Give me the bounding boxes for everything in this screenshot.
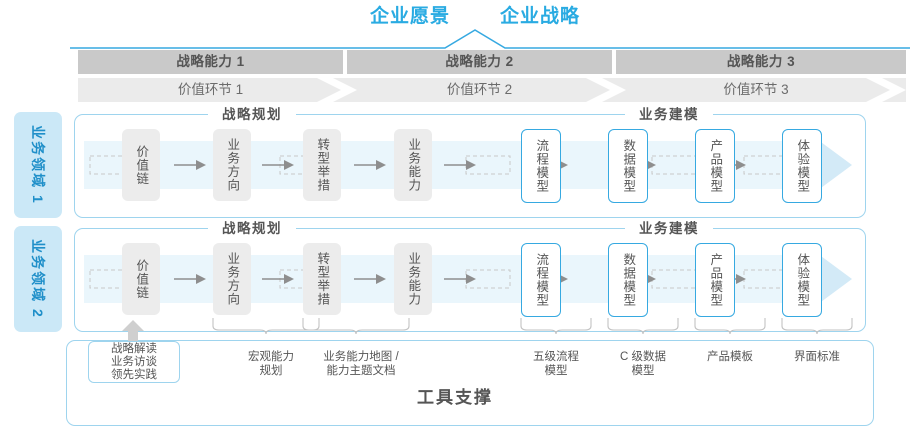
output-label-4-line1: C 级数据 <box>620 351 666 363</box>
node-2-1[interactable]: 价值链 <box>122 243 160 315</box>
domain-badge-1: 业务领域 1 <box>14 112 62 218</box>
output-braces <box>212 318 853 335</box>
node-2-2-label: 业务方向 <box>225 252 240 306</box>
value-chain-label-3: 价值环节 3 <box>723 82 789 97</box>
output-label-4-line2: 模型 <box>631 365 655 377</box>
node-2-3[interactable]: 转型举措 <box>303 243 341 315</box>
enterprise-strategy-title: 企业战略 <box>499 6 580 27</box>
capability-bar-2: 战略能力 2 <box>347 50 612 74</box>
output-label-5: 产品模板 <box>675 350 785 364</box>
section-caption-strategic-planning-1: 战略规划 <box>208 106 296 124</box>
node-1-3[interactable]: 转型举措 <box>303 129 341 201</box>
value-chain-band <box>78 78 906 102</box>
node-1-1[interactable]: 价值链 <box>122 129 160 201</box>
node-1-3-label: 转型举措 <box>315 138 330 192</box>
node-2-1-label: 价值链 <box>134 258 149 300</box>
node-2-6-label: 数据模型 <box>621 253 636 307</box>
output-label-3-line1: 五级流程 <box>533 351 579 363</box>
node-2-5[interactable]: 流程模型 <box>521 243 561 317</box>
input-up-arrow-icon <box>122 320 144 344</box>
section-caption-strategic-planning-2: 战略规划 <box>208 220 296 238</box>
node-1-6[interactable]: 数据模型 <box>608 129 648 203</box>
node-2-7[interactable]: 产品模型 <box>695 243 735 317</box>
node-2-8-label: 体验模型 <box>795 253 810 307</box>
domain-badge-2: 业务领域 2 <box>14 226 62 332</box>
tool-support-container <box>66 340 874 426</box>
input-line-1: 战略解读 <box>111 342 157 355</box>
output-label-6: 界面标准 <box>762 350 872 364</box>
output-label-1-line2: 规划 <box>259 365 283 377</box>
output-label-2-line1: 业务能力地图 / <box>323 351 399 363</box>
output-label-1: 宏观能力 规划 <box>216 350 326 378</box>
section-caption-business-modeling-2: 业务建模 <box>625 220 713 238</box>
output-label-3-line2: 模型 <box>544 365 568 377</box>
output-label-6-line1: 界面标准 <box>794 351 840 363</box>
node-1-2-label: 业务方向 <box>225 138 240 192</box>
output-label-4: C 级数据 模型 <box>588 350 698 378</box>
domain-badge-2-label: 业务领域 2 <box>30 239 46 319</box>
node-2-2[interactable]: 业务方向 <box>213 243 251 315</box>
node-1-2[interactable]: 业务方向 <box>213 129 251 201</box>
node-2-8[interactable]: 体验模型 <box>782 243 822 317</box>
node-2-4[interactable]: 业务能力 <box>394 243 432 315</box>
node-1-7-label: 产品模型 <box>708 139 723 193</box>
title-connector-line <box>70 29 910 49</box>
value-chain-label-1: 价值环节 1 <box>177 82 244 97</box>
node-1-8[interactable]: 体验模型 <box>782 129 822 203</box>
node-1-4-label: 业务能力 <box>406 138 421 192</box>
node-1-8-label: 体验模型 <box>795 139 810 193</box>
node-2-7-label: 产品模型 <box>708 253 723 307</box>
capability-bar-1: 战略能力 1 <box>78 50 343 74</box>
output-label-2-line2: 能力主题文档 <box>326 365 396 377</box>
output-label-2: 业务能力地图 / 能力主题文档 <box>300 350 422 378</box>
domain-badge-1-label: 业务领域 1 <box>30 125 46 205</box>
tool-support-title: 工具支撑 <box>417 388 493 407</box>
output-label-3: 五级流程 模型 <box>501 350 611 378</box>
input-line-3: 领先实践 <box>111 368 157 381</box>
output-label-5-line1: 产品模板 <box>707 351 753 363</box>
node-2-4-label: 业务能力 <box>406 252 421 306</box>
enterprise-vision-title: 企业愿景 <box>369 6 450 27</box>
section-caption-business-modeling-1: 业务建模 <box>625 106 713 124</box>
input-line-2: 业务访谈 <box>111 355 157 368</box>
node-1-7[interactable]: 产品模型 <box>695 129 735 203</box>
input-sources-text: 战略解读 业务访谈 领先实践 <box>111 343 157 382</box>
output-label-1-line1: 宏观能力 <box>248 351 294 363</box>
node-2-5-label: 流程模型 <box>534 253 549 307</box>
node-1-5[interactable]: 流程模型 <box>521 129 561 203</box>
capability-bar-3: 战略能力 3 <box>616 50 906 74</box>
node-1-6-label: 数据模型 <box>621 139 636 193</box>
input-sources-box[interactable]: 战略解读 业务访谈 领先实践 <box>88 341 180 383</box>
node-2-6[interactable]: 数据模型 <box>608 243 648 317</box>
value-chain-label-2: 价值环节 2 <box>446 82 513 97</box>
node-1-1-label: 价值链 <box>134 144 149 186</box>
node-1-5-label: 流程模型 <box>534 139 549 193</box>
node-2-3-label: 转型举措 <box>315 252 330 306</box>
node-1-4[interactable]: 业务能力 <box>394 129 432 201</box>
